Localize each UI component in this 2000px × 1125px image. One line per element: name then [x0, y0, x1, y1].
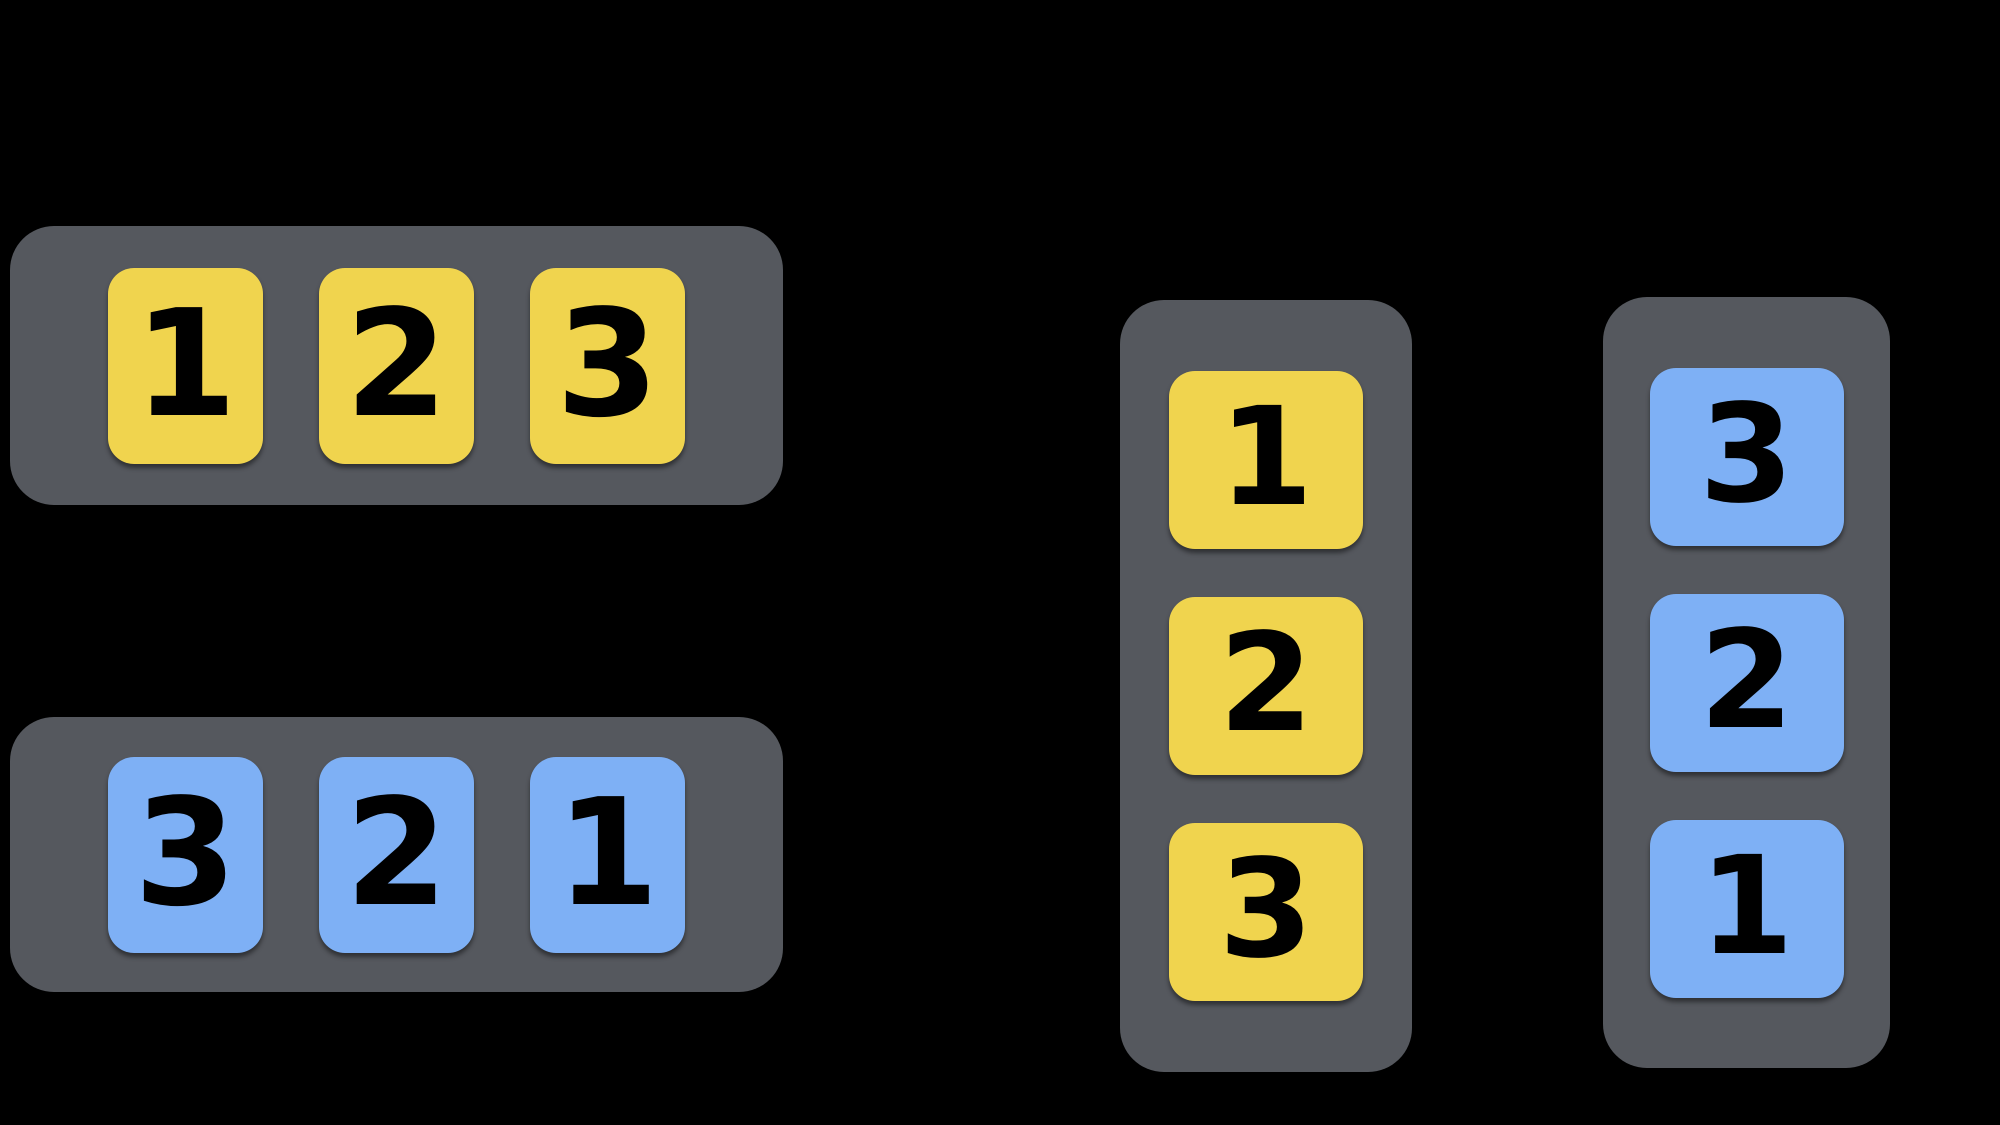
- tile[interactable]: 3: [108, 756, 263, 953]
- tile-label: 3: [134, 766, 237, 939]
- tile-label: 1: [1699, 827, 1794, 986]
- tile[interactable]: 1: [1169, 371, 1363, 549]
- tile-label: 2: [1218, 605, 1314, 763]
- tile-label: 2: [345, 277, 448, 450]
- yellow-column-container[interactable]: 1 2 3: [1120, 300, 1412, 1072]
- tile-label: 1: [1218, 379, 1314, 537]
- tile-label: 1: [134, 277, 237, 450]
- tile[interactable]: 3: [1649, 367, 1844, 546]
- tile[interactable]: 3: [1169, 823, 1363, 1001]
- tile-label: 2: [1699, 601, 1794, 760]
- tile[interactable]: 2: [1649, 593, 1844, 772]
- tile[interactable]: 2: [1169, 597, 1363, 775]
- tile[interactable]: 2: [319, 756, 474, 953]
- tile-label: 1: [556, 766, 659, 939]
- tile-label: 3: [1218, 831, 1314, 989]
- tile-label: 3: [556, 277, 659, 450]
- tile[interactable]: 1: [1649, 819, 1844, 998]
- tile[interactable]: 1: [530, 756, 685, 953]
- tile-label: 3: [1699, 375, 1794, 534]
- tile-label: 2: [345, 766, 448, 939]
- tile[interactable]: 1: [108, 267, 263, 464]
- blue-column-container[interactable]: 3 2 1: [1603, 297, 1890, 1068]
- tile[interactable]: 2: [319, 267, 474, 464]
- tile[interactable]: 3: [530, 267, 685, 464]
